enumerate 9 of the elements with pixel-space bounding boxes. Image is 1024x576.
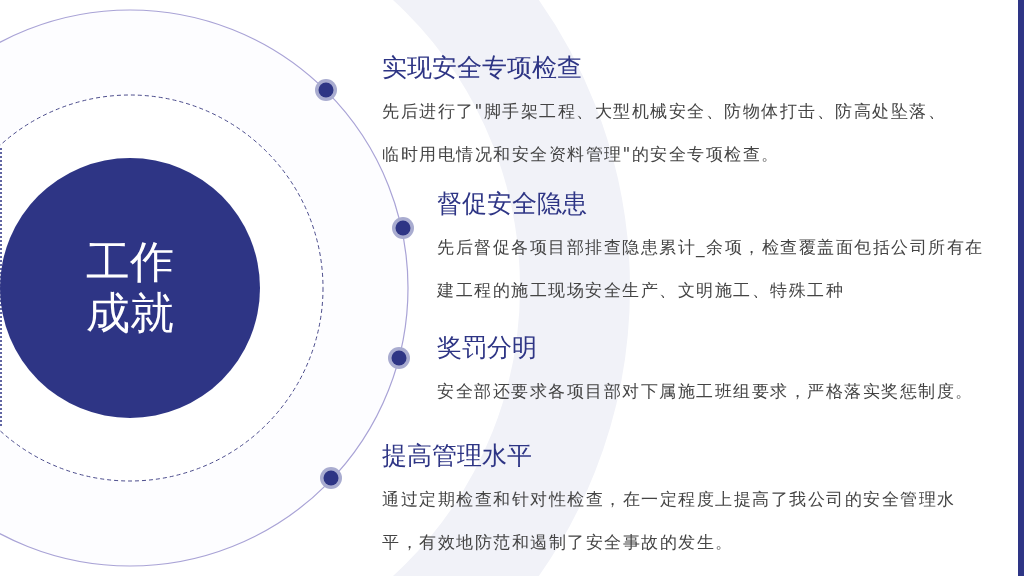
item-description: 通过定期检查和针对性检查，在一定程度上提高了我公司的安全管理水平，有效地防范和遏制了安全事故的发生。: [382, 488, 957, 554]
item-description: 安全部还要求各项目部对下属施工班组要求，严格落实奖惩制度。: [437, 380, 975, 403]
item-heading: 实现安全专项检查: [382, 52, 583, 84]
item-description: 先后督促各项目部排查隐患累计_余项，检查覆盖面包括公司所有在建工程的施工现场安全生产、文明施工、特殊工种: [437, 236, 985, 302]
item-heading: 奖罚分明: [437, 332, 538, 364]
center-title: 工作成就: [85, 237, 175, 339]
item-heading: 督促安全隐患: [437, 188, 588, 220]
item-heading: 提高管理水平: [382, 440, 533, 472]
item-description: 先后进行了"脚手架工程、大型机械安全、防物体打击、防高处坠落、临时用电情况和安全资料管理"的安全专项检查。: [382, 100, 948, 166]
